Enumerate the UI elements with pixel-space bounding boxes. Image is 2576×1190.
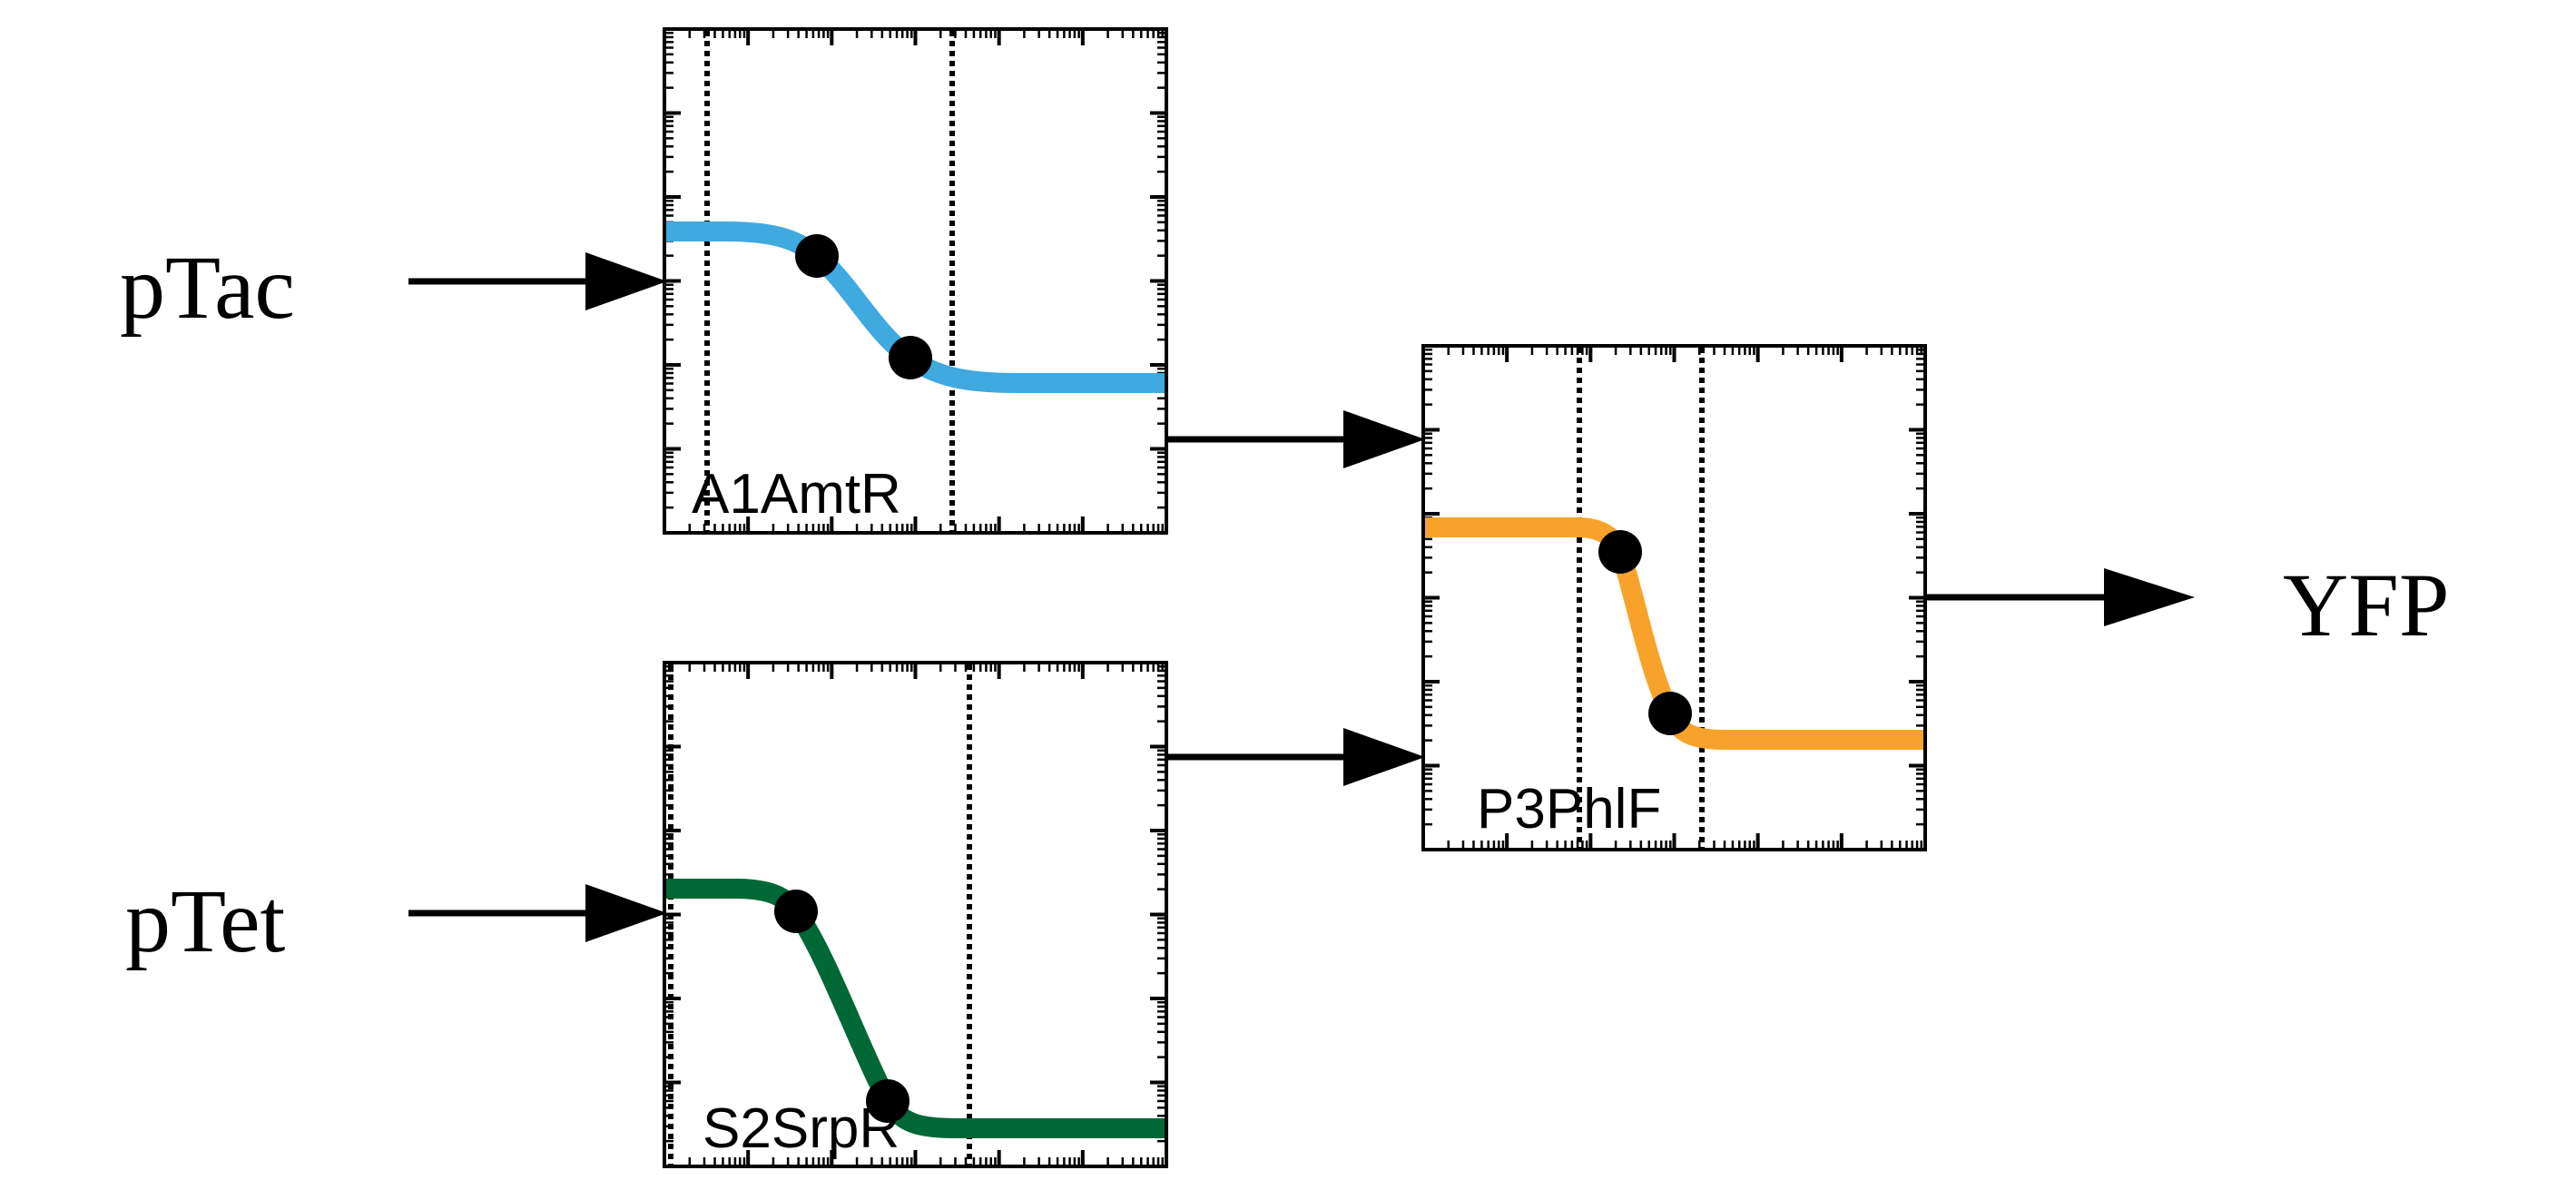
arrow-s2srpr-to-p3phlf	[1168, 728, 1425, 786]
gate-label: S2SrpR	[703, 1097, 900, 1160]
gate-plot-a1amtr: A1AmtR	[663, 27, 1168, 535]
response-curve	[664, 879, 1166, 1138]
arrow-p3phlf-to-yfp	[1926, 568, 2195, 626]
threshold-dot-low	[795, 234, 839, 278]
input-label-ptac: pTac	[120, 237, 295, 338]
threshold-dot-low	[774, 890, 818, 933]
threshold-dot-low	[1598, 530, 1642, 574]
plot-ticks	[663, 29, 1166, 535]
arrow-ptac-to-a1amtr	[408, 252, 667, 310]
gate-plot-s2srpr: S2SrpR	[663, 661, 1168, 1168]
input-label-ptet: pTet	[125, 870, 285, 971]
arrow-a1amtr-to-p3phlf	[1168, 410, 1425, 468]
plot-frame	[1421, 344, 1927, 851]
plot-frame	[663, 27, 1168, 535]
gate-plot-p3phlf: P3PhlF	[1421, 344, 1927, 851]
output-label-yfp: YFP	[2283, 555, 2449, 655]
gate-label: P3PhlF	[1477, 778, 1661, 841]
threshold-dot-high	[866, 1079, 909, 1123]
threshold-dot-high	[889, 336, 932, 379]
threshold-dot-high	[1648, 692, 1692, 735]
gate-label: A1AmtR	[692, 463, 901, 526]
plot-ticks	[1421, 346, 1925, 851]
arrow-ptet-to-s2srpr	[408, 884, 667, 942]
response-curve	[664, 221, 1166, 393]
plot-frame	[663, 661, 1168, 1168]
plot-ticks	[663, 663, 1166, 1168]
